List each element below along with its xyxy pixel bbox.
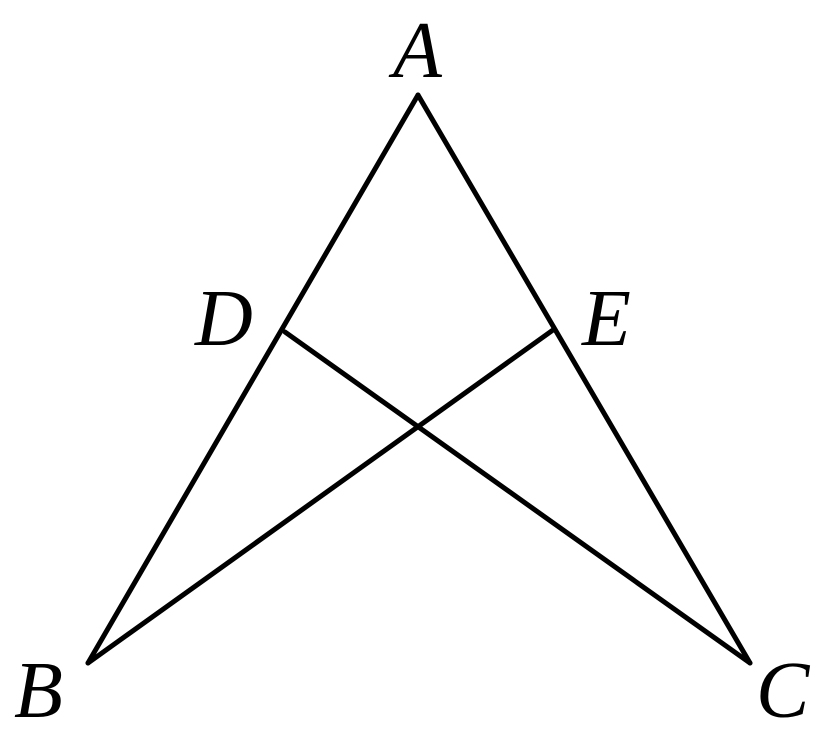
point-label-d: D (194, 275, 253, 363)
point-label-c: C (756, 647, 811, 730)
point-label-e: E (581, 275, 631, 363)
point-label-b: B (14, 647, 63, 730)
segment-be (85, 327, 556, 666)
segment-ac (415, 92, 753, 666)
segment-cd (282, 329, 753, 666)
point-label-a: A (388, 7, 443, 95)
segment-ab (85, 92, 421, 666)
